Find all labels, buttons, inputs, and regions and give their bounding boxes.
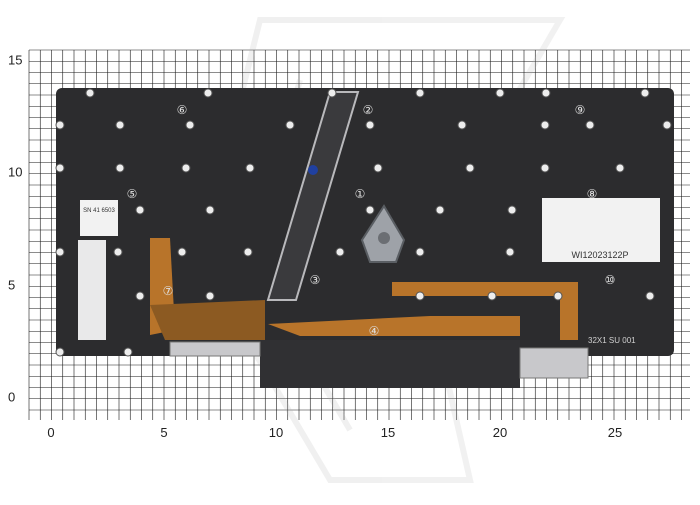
callout-number: ① — [355, 187, 366, 201]
screw-hole — [507, 205, 517, 215]
screw-hole — [245, 163, 255, 173]
callout-number: ② — [363, 103, 374, 117]
metal-bracket — [360, 204, 406, 263]
screw-hole — [55, 163, 65, 173]
flex-cable — [150, 238, 578, 340]
screw-hole — [415, 291, 425, 301]
backlight-strip — [266, 91, 360, 301]
screw-hole — [645, 291, 655, 301]
x-tick-4: 20 — [492, 425, 508, 440]
sticker-top-text: SN 41 6503 — [83, 208, 115, 214]
screw-hole — [487, 291, 497, 301]
callout-number: ⑩ — [605, 273, 616, 287]
screw-hole — [505, 247, 515, 257]
connector-bottom-right — [519, 347, 589, 379]
screw-hole — [123, 347, 133, 357]
x-tick-2: 10 — [268, 425, 284, 440]
screw-hole — [85, 88, 95, 98]
screw-hole — [327, 88, 337, 98]
sticker-right-label: WI12023122P — [542, 198, 660, 262]
screw-hole — [615, 163, 625, 173]
screw-hole — [177, 247, 187, 257]
part-label-text: 32X1 SU 001 — [588, 336, 636, 345]
screw-hole — [185, 120, 195, 130]
callout-markers: ① ② ③ ④ ⑤ ⑥ ⑦ ⑧ ⑨ ⑩ — [127, 103, 616, 338]
callout-number: ④ — [369, 324, 380, 338]
callout-number: ⑨ — [575, 103, 586, 117]
screw-hole — [662, 120, 672, 130]
screw-hole — [585, 120, 595, 130]
screw-hole — [373, 163, 383, 173]
x-tick-1: 5 — [160, 425, 168, 440]
callout-number: ⑦ — [163, 284, 174, 298]
screw-hole — [553, 291, 563, 301]
screw-hole — [203, 88, 213, 98]
screw-hole — [541, 88, 551, 98]
screw-hole — [415, 88, 425, 98]
screw-hole — [135, 291, 145, 301]
screw-hole — [495, 88, 505, 98]
y-tick-1: 10 — [8, 164, 23, 180]
screw-hole — [435, 205, 445, 215]
screw-hole — [115, 163, 125, 173]
y-tick-2: 5 — [8, 277, 16, 293]
screw-hole — [540, 120, 550, 130]
screw-hole — [113, 247, 123, 257]
callout-number: ⑧ — [587, 187, 598, 201]
screw-holes — [55, 88, 672, 357]
screw-hole — [457, 120, 467, 130]
screw-hole — [181, 163, 191, 173]
screw-hole — [365, 120, 375, 130]
x-tick-5: 25 — [607, 425, 623, 440]
screw-hole — [55, 247, 65, 257]
screw-hole — [640, 88, 650, 98]
callout-number: ⑥ — [177, 103, 188, 117]
callout-number: ③ — [310, 273, 321, 287]
screw-hole — [55, 347, 65, 357]
screw-hole — [285, 120, 295, 130]
screw-hole — [335, 247, 345, 257]
screw-hole — [415, 247, 425, 257]
screw-hole — [243, 247, 253, 257]
screw-hole — [205, 205, 215, 215]
y-tick-3: 0 — [8, 389, 16, 405]
sticker-left-vertical — [78, 240, 106, 340]
sticker-top-left: SN 41 6503 — [80, 200, 118, 236]
y-tick-0: 15 — [8, 52, 23, 68]
callout-number: ⑤ — [127, 187, 138, 201]
connector-bottom-left — [169, 341, 261, 357]
screw-hole — [205, 291, 215, 301]
x-tick-3: 15 — [380, 425, 396, 440]
screw-hole — [115, 120, 125, 130]
screw-hole — [365, 205, 375, 215]
screw-hole — [540, 163, 550, 173]
screw-hole — [55, 120, 65, 130]
x-tick-0: 0 — [47, 425, 55, 440]
label-sticker-text: WI12023122P — [571, 250, 628, 260]
screw-hole — [135, 205, 145, 215]
screw-hole — [465, 163, 475, 173]
